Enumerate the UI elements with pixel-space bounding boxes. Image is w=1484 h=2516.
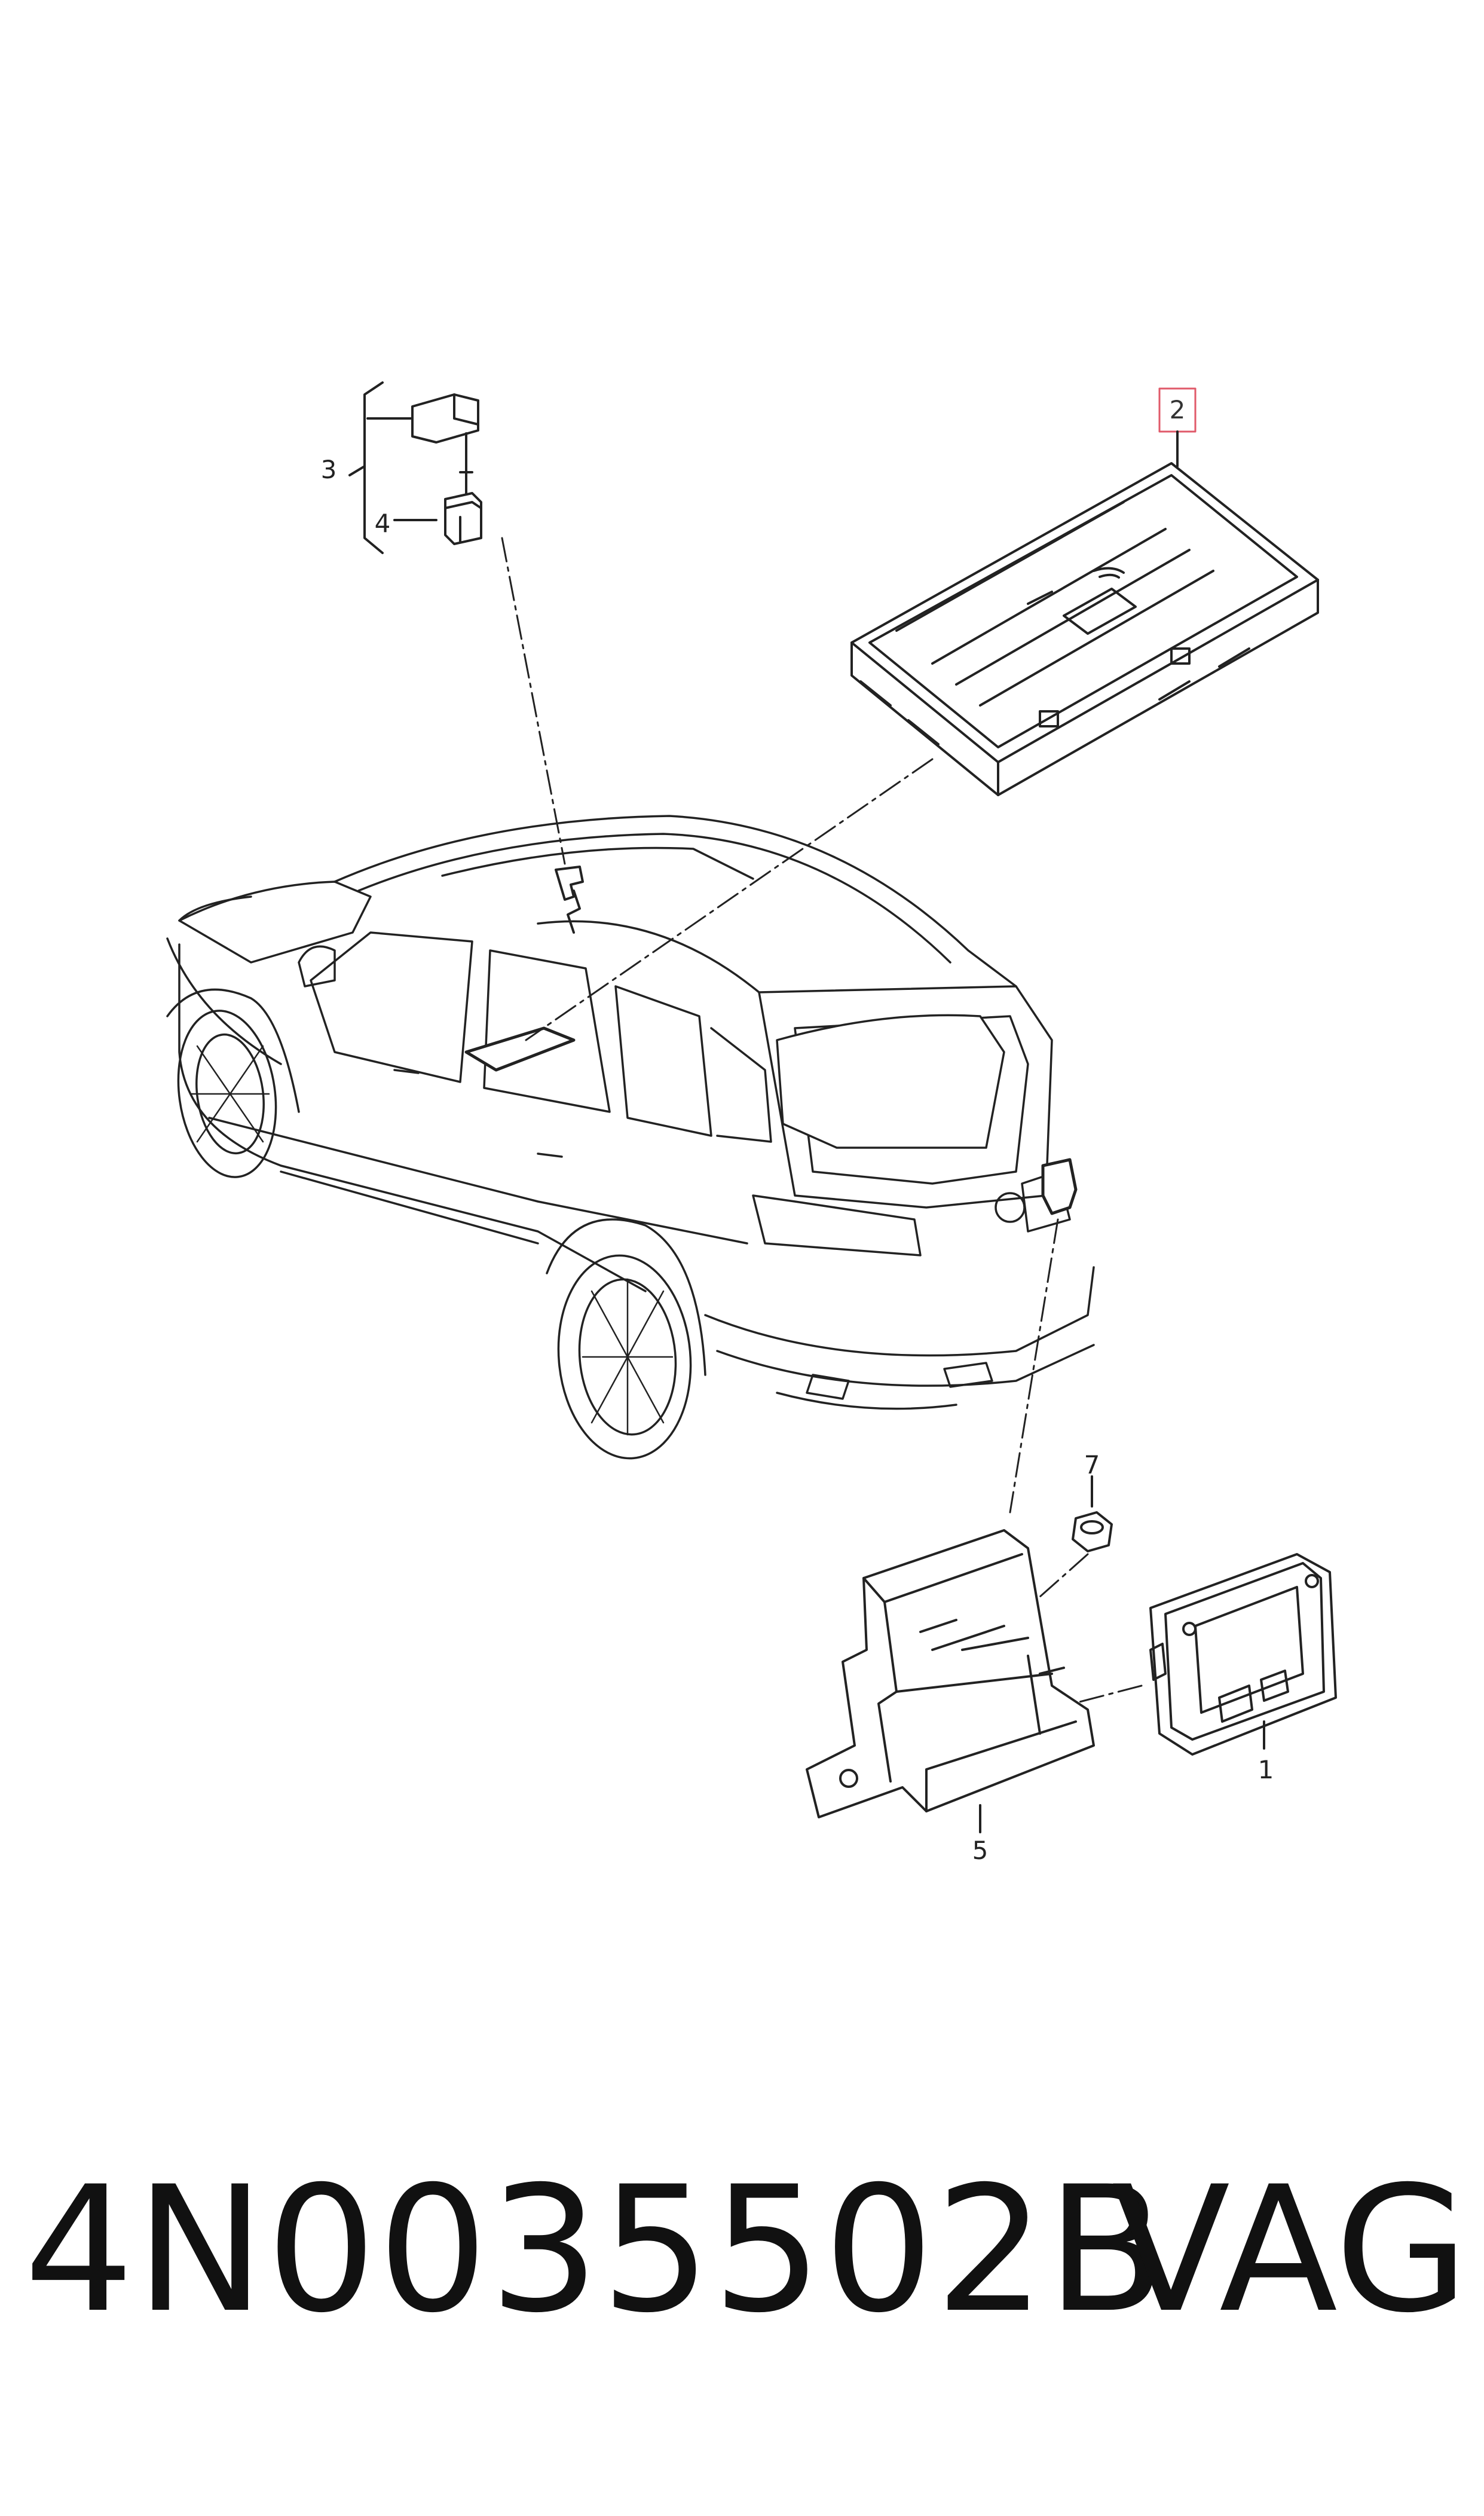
callout-3: 3 [321, 455, 337, 484]
mounting-bracket [806, 1529, 1095, 1833]
callout-1: 1 [1258, 1755, 1274, 1784]
installed-cable-marker [567, 889, 581, 934]
exploded-view-svg: 2 3 4 7 5 1 [166, 381, 1337, 1865]
nut-part [1072, 1475, 1113, 1552]
part-number: 4N0035502B [24, 2150, 1167, 2351]
wireless-charger-module [850, 462, 1319, 796]
callout-2: 2 [1170, 395, 1186, 424]
installed-connector-marker [555, 866, 584, 901]
control-unit [1149, 1553, 1337, 1756]
installed-module-marker [1041, 1158, 1078, 1215]
connector-assembly [348, 381, 482, 554]
vehicle-outline [166, 815, 1095, 1460]
brand-label: VAG [1112, 2150, 1469, 2351]
callout-4: 4 [375, 509, 391, 538]
callout-5: 5 [972, 1836, 989, 1865]
callout-7: 7 [1084, 1450, 1100, 1479]
installed-charger-marker [464, 1026, 576, 1072]
callout-labels: 2 3 4 7 5 1 [321, 395, 1274, 1865]
